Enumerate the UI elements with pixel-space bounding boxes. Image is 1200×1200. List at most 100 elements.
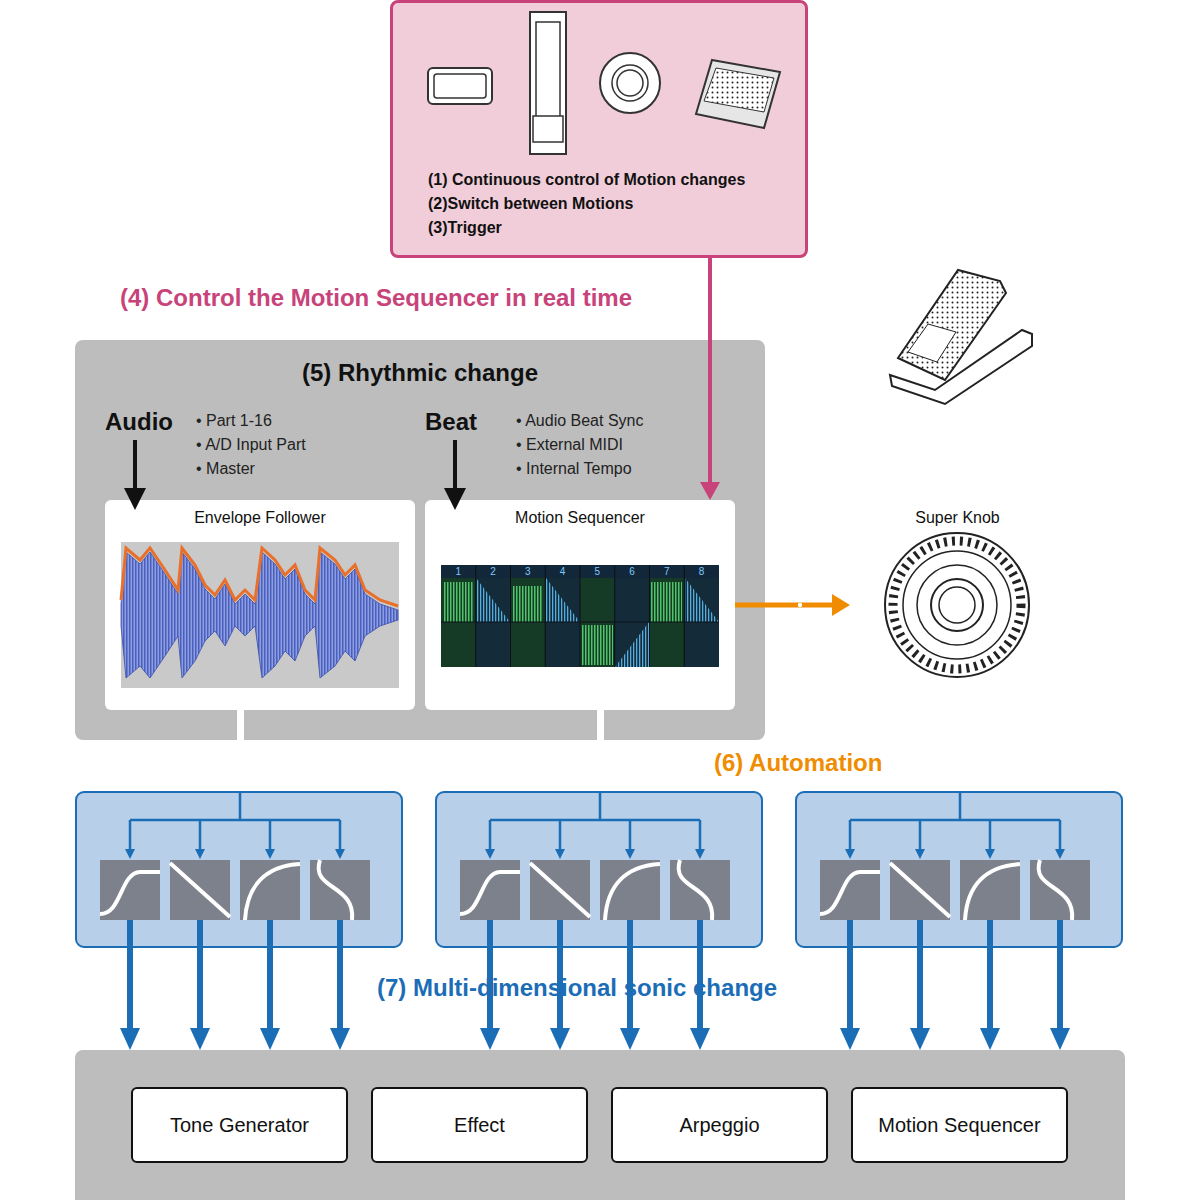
step-cell (545, 578, 580, 667)
group-heading: (5) Rhythmic change (75, 358, 765, 388)
curve-group (436, 792, 762, 1050)
knob-cap (939, 587, 975, 623)
knob-label: Super Knob (850, 508, 1065, 528)
text-stack: Arpeggio (679, 1113, 759, 1137)
text-holder: Motion Sequencer (853, 1089, 1066, 1161)
footswitch-icon (704, 68, 774, 112)
step-ramp (685, 578, 719, 622)
step-sequencer-graphic (441, 565, 719, 667)
step-bars (651, 582, 682, 622)
destination-box: Arpeggio (611, 1087, 828, 1163)
step-cell (684, 578, 719, 667)
step-ramp (615, 622, 649, 667)
button-icon (428, 68, 492, 104)
waveform-graphic (121, 542, 399, 688)
outlet-line (597, 710, 604, 741)
step-cell (476, 578, 511, 667)
destination-box: Motion Sequencer (851, 1087, 1068, 1163)
curve-mapping-groups (76, 792, 1122, 1050)
knob-icon (612, 65, 648, 101)
box-label: Envelope Follower (105, 508, 415, 528)
text-stack: (1) Continuous control of Motion changes… (428, 168, 745, 240)
step-ramp (546, 578, 580, 622)
step-cell (580, 578, 615, 667)
destination-band (75, 1050, 1125, 1200)
text-holder: Arpeggio (613, 1089, 826, 1161)
knob-ticks (893, 541, 1021, 669)
knob-icon (600, 53, 660, 113)
text-holder: Tone Generator (133, 1089, 346, 1161)
super-knob: Super Knob (850, 505, 1065, 680)
knob-ring (917, 565, 997, 645)
input-arrow (124, 488, 146, 510)
step-bars (443, 582, 474, 622)
step-bars (512, 586, 543, 622)
controller-function: (1) Continuous control of Motion changes (428, 168, 745, 192)
text-stack: Motion Sequencer (878, 1113, 1040, 1137)
box-label: Motion Sequencer (878, 1113, 1040, 1137)
sequencer-backdrop (441, 565, 719, 667)
controller-icons (428, 12, 780, 154)
slider-icon (536, 22, 560, 140)
footswitch-icon (696, 60, 780, 128)
box-label: Effect (454, 1113, 505, 1137)
curve-group (796, 792, 1122, 1050)
text-holder: Motion Sequencer (425, 508, 735, 528)
step-cell (511, 578, 546, 667)
envelope-curve (121, 548, 398, 606)
text-holder: Envelope Follower (105, 508, 415, 528)
step-ramp (476, 578, 510, 622)
rhythmic-group: (5) Rhythmic changeEnvelope Follower Moti… (75, 340, 765, 740)
controller-function: (3)Trigger (428, 216, 745, 240)
outlet-line (237, 710, 244, 741)
grey-box-outlets (237, 710, 604, 741)
arrow-head (832, 594, 850, 616)
step-bars (582, 625, 613, 665)
knob-cap (931, 579, 983, 631)
knob-ring (903, 551, 1011, 659)
text-holder: (5) Rhythmic change (75, 358, 765, 388)
knob-rim (885, 533, 1029, 677)
text-stack: Tone Generator (170, 1113, 309, 1137)
text-stack: Motion Sequencer (425, 508, 735, 528)
pedal-top (908, 324, 956, 362)
controller-box: (1) Continuous control of Motion changes… (390, 0, 808, 258)
connector-line (708, 258, 712, 482)
audio-waveform (121, 552, 398, 678)
callout-heading: (6) Automation (714, 748, 882, 778)
connector-line (735, 603, 832, 608)
input-arrow (444, 488, 466, 510)
waveform-backdrop (121, 542, 399, 688)
text-holder: Effect (373, 1089, 586, 1161)
step-cell (441, 578, 476, 667)
destination-box: Effect (371, 1087, 588, 1163)
text-stack: Super Knob (850, 508, 1065, 528)
text-stack: Effect (454, 1113, 505, 1137)
slider-icon (530, 12, 566, 154)
box-label: Motion Sequencer (425, 508, 735, 528)
pedal-base (890, 330, 1032, 404)
step-cell (650, 578, 685, 667)
step-grid (441, 565, 719, 667)
text-holder: Super Knob (850, 508, 1065, 528)
text-holder: (1) Continuous control of Motion changes… (428, 168, 745, 240)
control-arrow (700, 258, 720, 500)
button-icon (434, 74, 486, 98)
text-stack: (5) Rhythmic change (75, 358, 765, 388)
expression-pedal (890, 270, 1032, 404)
arrow-head (700, 482, 720, 500)
box-label: Tone Generator (170, 1113, 309, 1137)
process-box: Motion Sequencer (425, 500, 735, 710)
process-box: Envelope Follower (105, 500, 415, 710)
input-arrows (124, 440, 466, 510)
slider-icon (533, 116, 563, 142)
step-cell (615, 578, 650, 667)
curve-group (76, 792, 402, 1050)
pedal-top (898, 270, 1006, 380)
knob-icon (617, 70, 643, 96)
automation-arrow (735, 594, 850, 616)
super-knob-graphic (885, 533, 1029, 677)
sequencer-header (441, 565, 719, 578)
